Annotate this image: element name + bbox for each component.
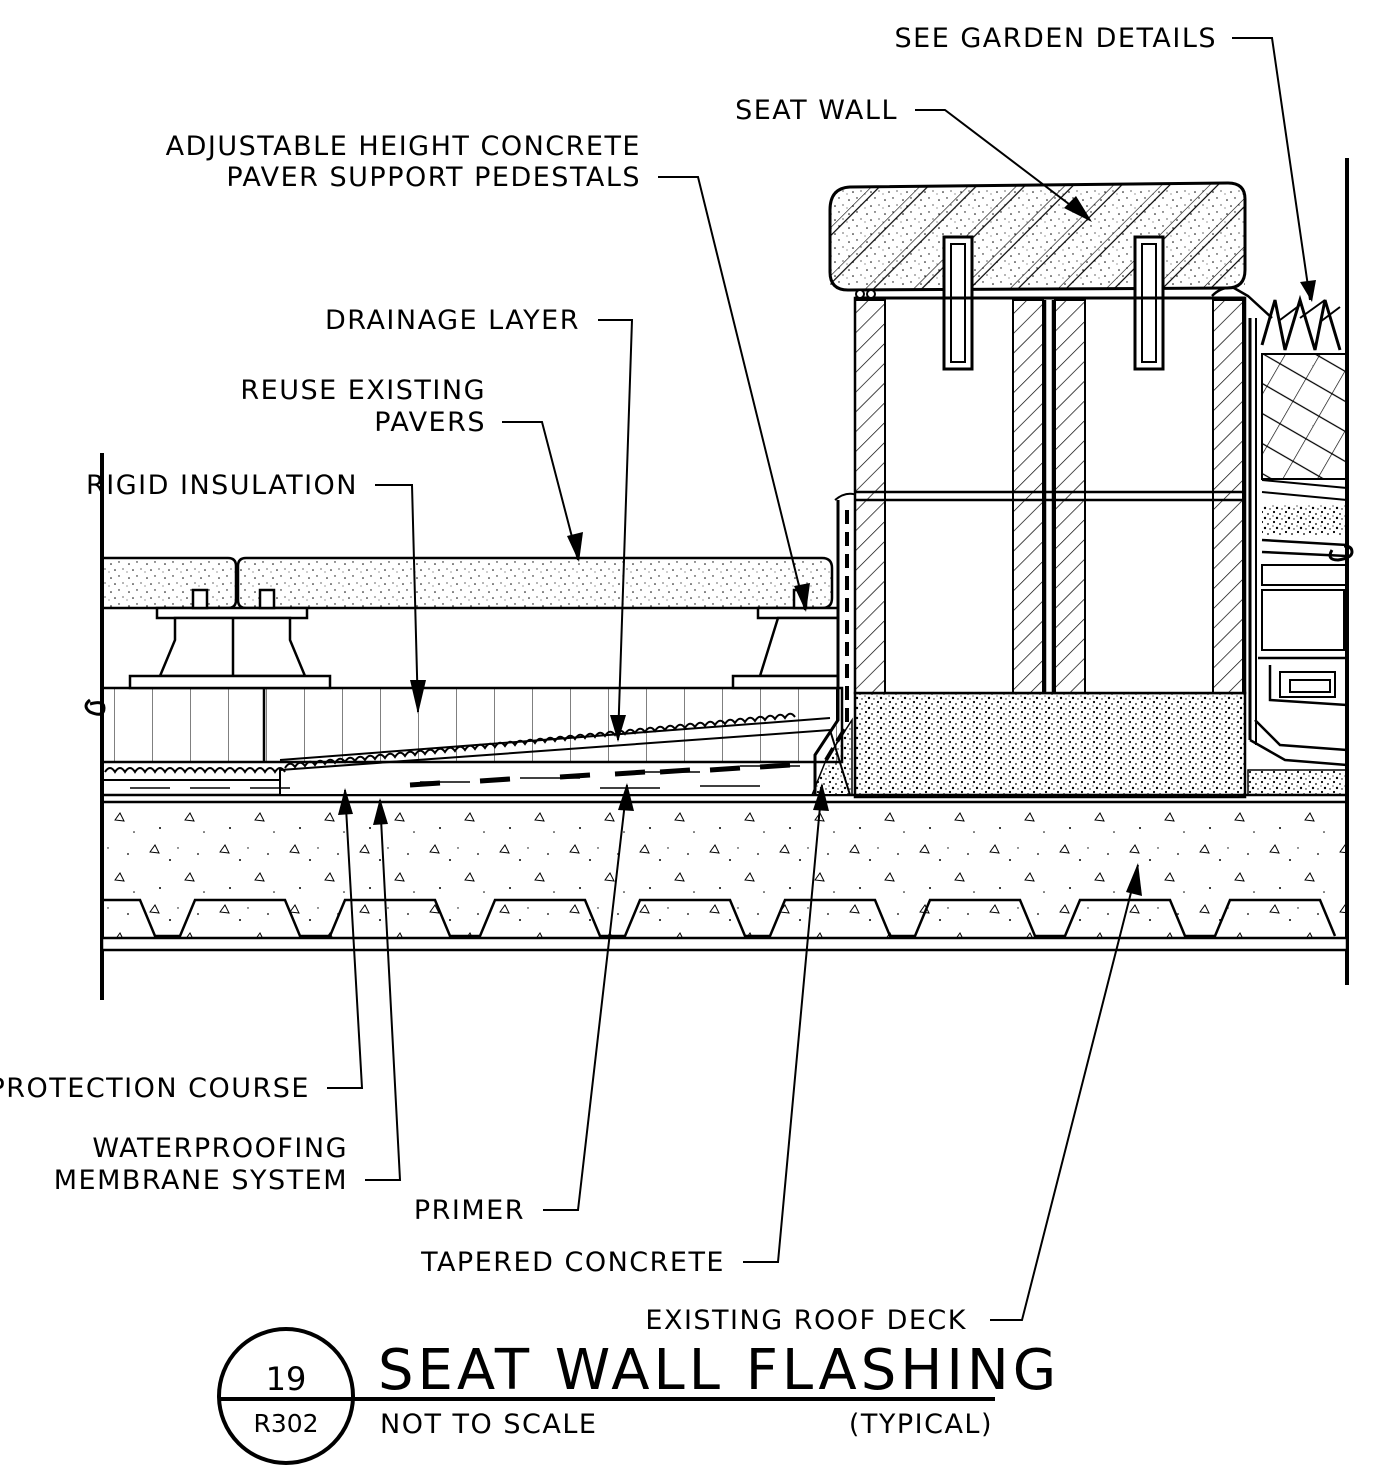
rigid-insulation <box>100 686 844 764</box>
label-protection-course: PROTECTION COURSE <box>0 1073 310 1104</box>
label-pedestals-line2: PAVER SUPPORT PEDESTALS <box>226 162 641 193</box>
label-reuse-pavers-line2: PAVERS <box>374 407 486 438</box>
label-tapered-concrete: TAPERED CONCRETE <box>420 1247 725 1278</box>
label-reuse-pavers-line1: REUSE EXISTING <box>240 375 486 406</box>
seat-wall-body <box>853 296 1247 695</box>
label-drainage-layer: DRAINAGE LAYER <box>325 305 580 336</box>
label-primer: PRIMER <box>414 1195 525 1226</box>
section-geometry <box>84 158 1354 1000</box>
metal-deck <box>102 898 1337 938</box>
title-block: 19 R302 SEAT WALL FLASHING NOT TO SCALE … <box>217 1327 1060 1465</box>
pedestal-1 <box>128 588 332 762</box>
detail-title: SEAT WALL FLASHING <box>378 1338 1060 1403</box>
paver-left <box>100 556 238 610</box>
leader-lines <box>327 37 1311 1321</box>
wall-flashing <box>813 500 840 795</box>
label-existing-roof-deck: EXISTING ROOF DECK <box>645 1305 967 1336</box>
label-seat-wall: SEAT WALL <box>735 95 898 126</box>
scale-note: NOT TO SCALE <box>380 1409 597 1440</box>
label-pedestals-line1: ADJUSTABLE HEIGHT CONCRETE <box>166 131 641 162</box>
label-waterproofing-line1: WATERPROOFING <box>92 1133 348 1164</box>
label-waterproofing-line2: MEMBRANE SYSTEM <box>54 1165 348 1196</box>
typical-note: (TYPICAL) <box>849 1409 993 1440</box>
label-rigid-insulation: RIGID INSULATION <box>86 470 358 501</box>
paver-right <box>236 556 834 610</box>
drainage-layer <box>104 767 286 774</box>
detail-number: 19 <box>266 1360 307 1398</box>
label-see-garden-details: SEE GARDEN DETAILS <box>895 23 1217 54</box>
seat-wall-footing <box>853 691 1247 799</box>
garden-soil <box>1261 353 1348 480</box>
sheet-reference: R302 <box>253 1409 318 1438</box>
detail-bubble <box>217 1327 355 1465</box>
leader-arrowheads <box>338 196 1316 896</box>
roof-deck-concrete <box>101 801 1348 939</box>
